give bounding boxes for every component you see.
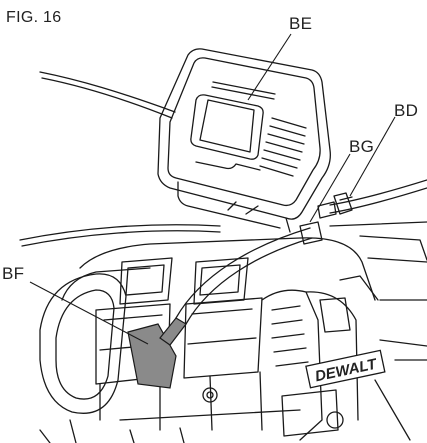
remote-cable — [40, 72, 175, 118]
dewalt-logo: DEWALT — [306, 350, 385, 387]
callout-bg: BG — [349, 137, 374, 157]
hose-cable — [318, 180, 427, 218]
background-bar — [20, 222, 427, 246]
strap-tab-upper — [160, 318, 186, 345]
figure-title: FIG. 16 — [6, 9, 61, 27]
remote-control — [158, 49, 330, 232]
callout-bf: BF — [2, 264, 24, 284]
leader-lines — [30, 34, 395, 344]
callout-be: BE — [289, 14, 312, 34]
callout-bd: BD — [394, 101, 418, 121]
leader-be — [248, 34, 291, 100]
tool-body — [40, 236, 427, 443]
